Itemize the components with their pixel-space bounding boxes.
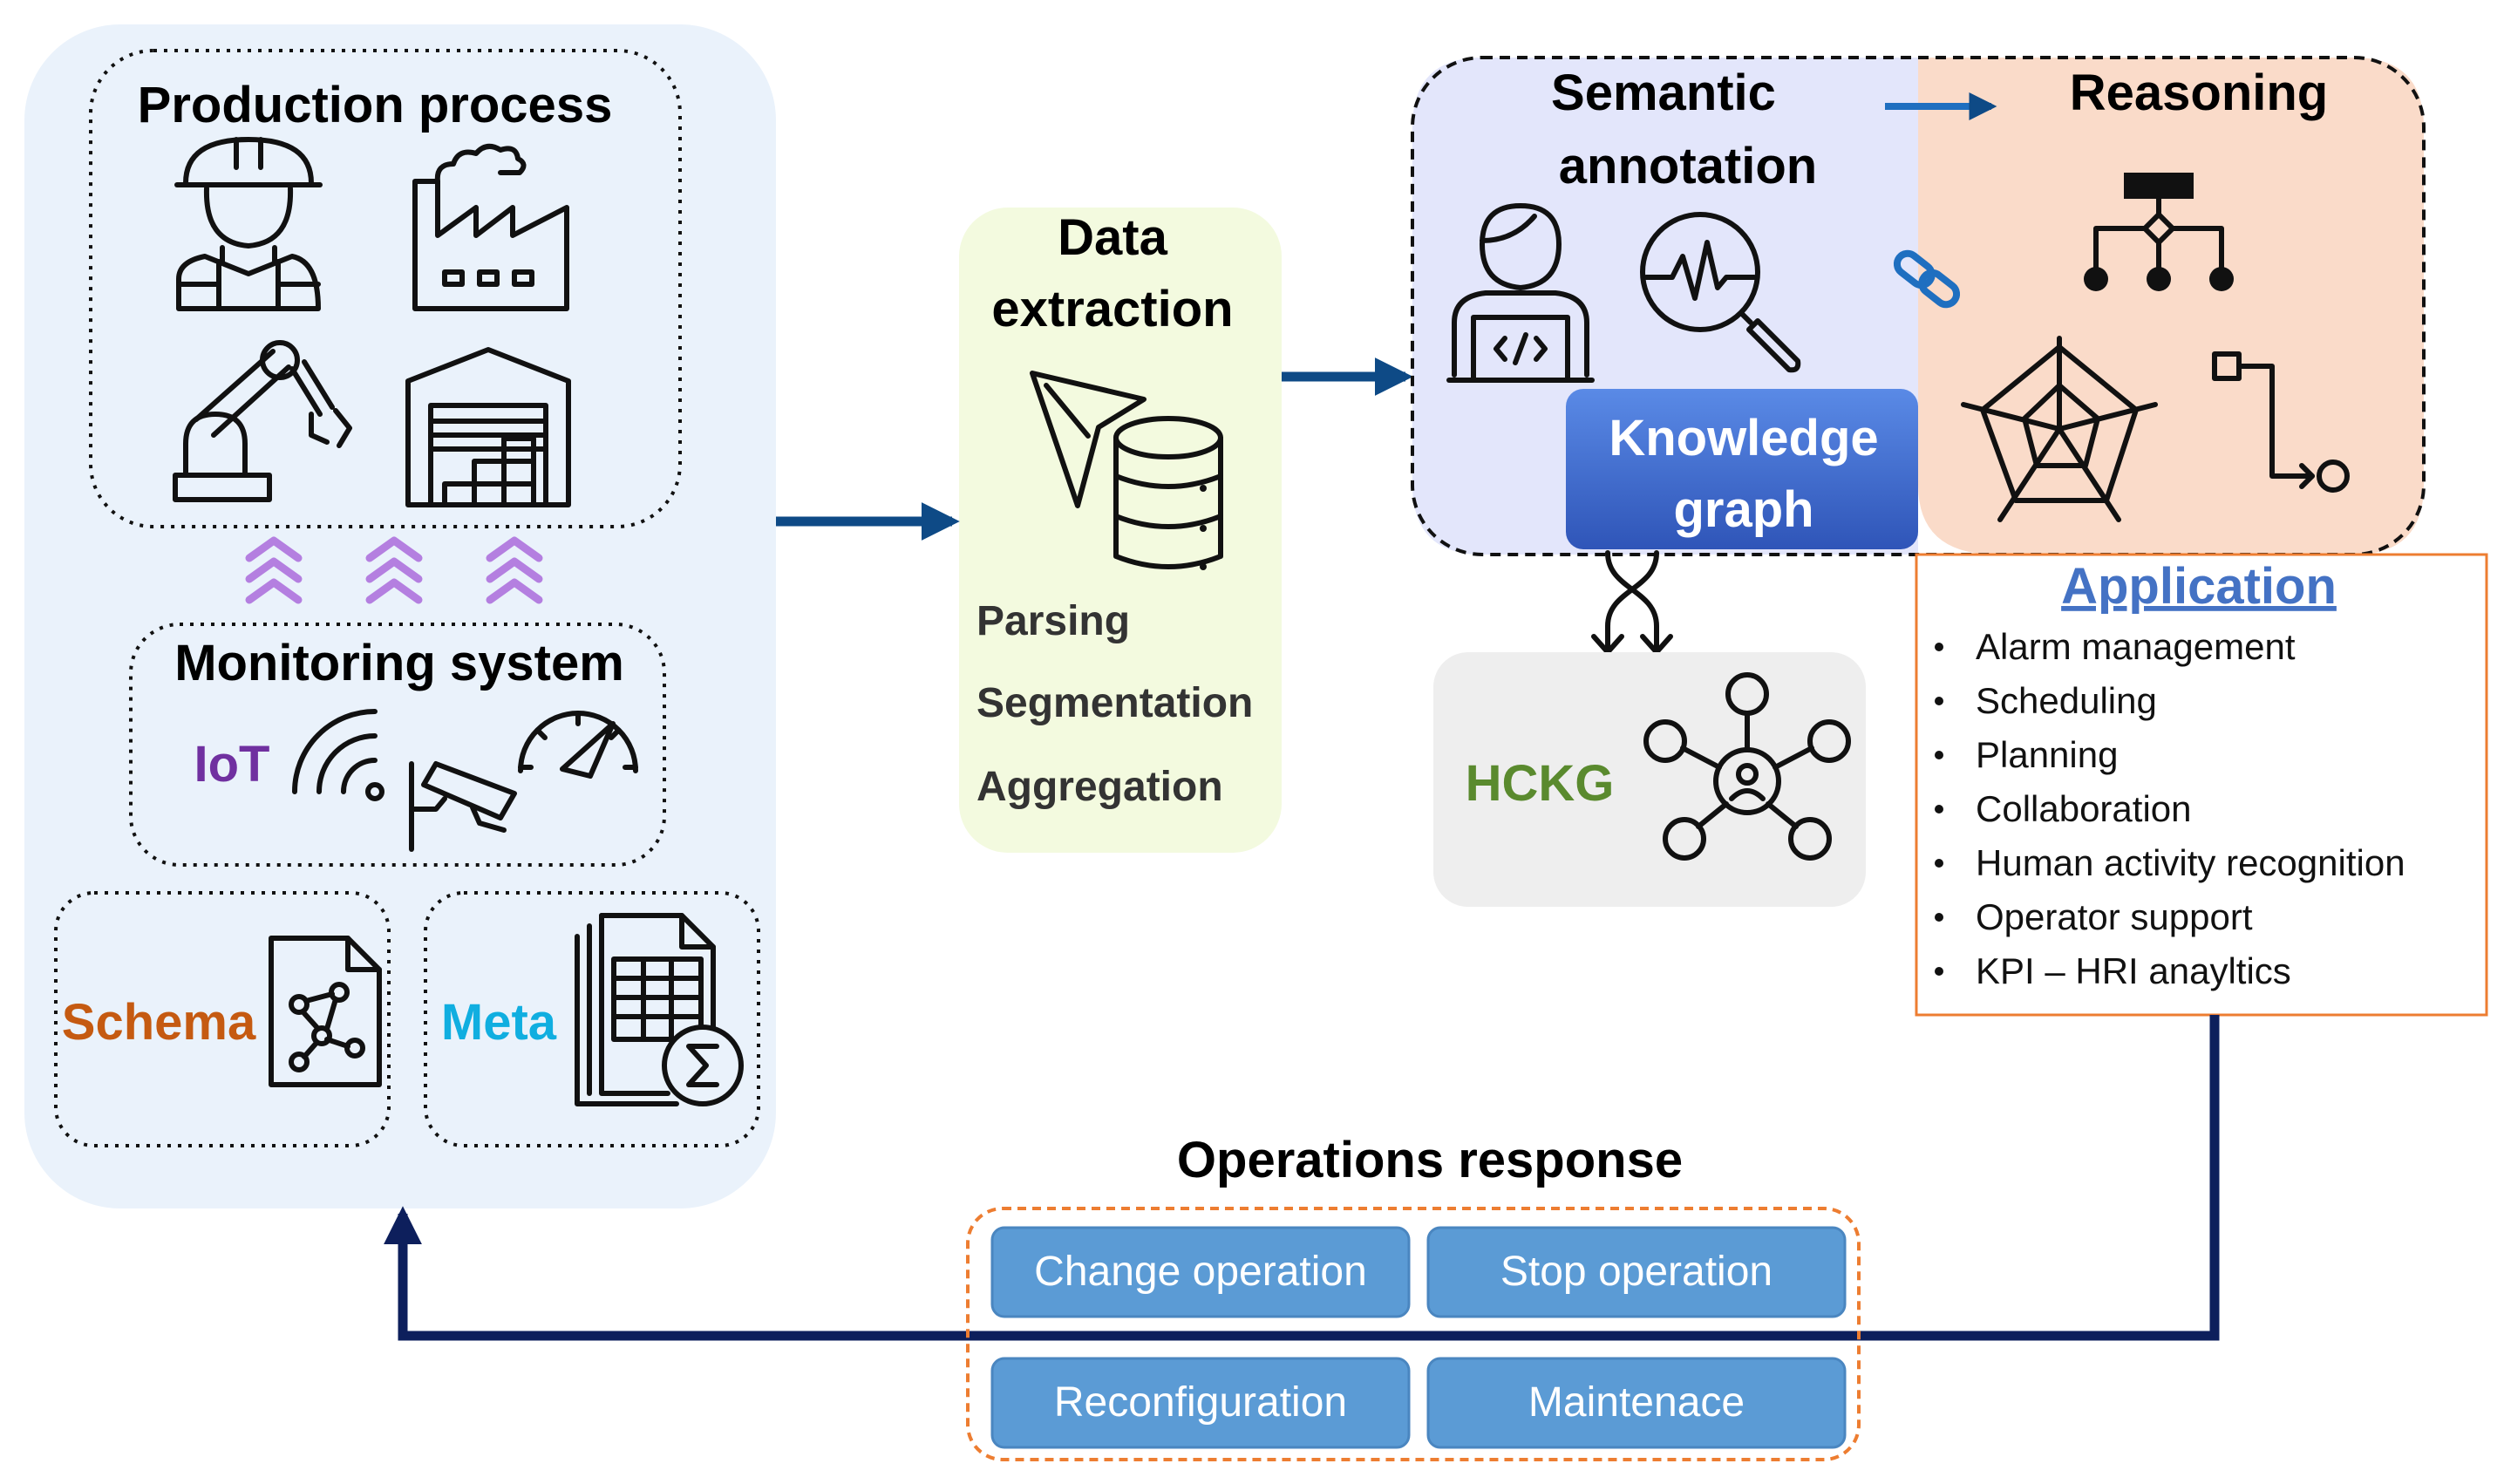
application-item-text: Operator support	[1976, 896, 2253, 937]
production-process-box: Production process	[89, 49, 682, 528]
application-box: Application	[1915, 553, 2488, 1017]
stop-operation-label: Stop operation	[1500, 1249, 1773, 1295]
reasoning-panel: Reasoning	[1918, 58, 2424, 555]
reconfiguration-label: Reconfiguration	[1054, 1379, 1347, 1426]
signal-analysis-icon	[1640, 212, 1801, 373]
application-item: Collaboration	[1935, 788, 2192, 829]
hckg-panel: HCKG	[1433, 652, 1866, 907]
meta-box: Meta	[424, 891, 760, 1147]
radar-chart-icon	[1961, 336, 2158, 522]
database-icon	[1113, 416, 1223, 570]
application-item: KPI – HRI anayltics	[1935, 950, 2291, 991]
application-item-text: Alarm management	[1976, 626, 2296, 667]
application-item-text: Scheduling	[1976, 680, 2157, 721]
knowledge-graph-line2: graph	[1673, 481, 1813, 538]
application-item: Scheduling	[1935, 680, 2157, 721]
network-hub-icon	[1643, 672, 1851, 861]
hierarchy-icon	[2084, 173, 2234, 291]
schema-document-icon	[269, 936, 382, 1087]
production-process-title: Production process	[138, 77, 613, 133]
upward-chevrons	[245, 536, 543, 604]
flow-icon	[2212, 351, 2350, 493]
robot-arm-icon	[173, 340, 352, 502]
application-item-text: Collaboration	[1976, 788, 2192, 829]
maintenance-button[interactable]: Maintenace	[1426, 1357, 1847, 1449]
data-extraction-panel: Data extraction Parsing Segmentation Agg…	[959, 208, 1282, 853]
application-item: Planning	[1935, 734, 2118, 775]
feedback-loop-line	[384, 1015, 2220, 1341]
data-extraction-title-line1: Data	[1058, 209, 1167, 266]
step-aggregation: Aggregation	[976, 764, 1223, 810]
step-segmentation: Segmentation	[976, 680, 1253, 726]
application-title[interactable]: Application	[2061, 558, 2337, 615]
application-list: Alarm management Scheduling Planning Col…	[1935, 626, 2405, 991]
application-item: Alarm management	[1935, 626, 2296, 667]
operations-response-title: Operations response	[1177, 1132, 1683, 1188]
step-parsing: Parsing	[976, 598, 1130, 644]
application-item-text: KPI – HRI anayltics	[1976, 950, 2291, 991]
monitoring-system-title: Monitoring system	[174, 635, 624, 691]
schema-box: Schema	[54, 891, 391, 1147]
knowledge-graph-line1: Knowledge	[1609, 410, 1878, 466]
monitoring-system-box: Monitoring system IoT	[129, 623, 666, 867]
schema-label: Schema	[62, 994, 256, 1051]
change-operation-button[interactable]: Change operation	[990, 1226, 1411, 1318]
developer-icon	[1446, 203, 1595, 383]
bidirectional-twist-arrows	[1591, 550, 1673, 655]
iot-label: IoT	[194, 736, 270, 793]
knowledge-graph-block: Knowledge graph	[1566, 389, 1918, 549]
spreadsheet-sum-icon	[575, 913, 744, 1106]
operations-response: Operations response	[966, 1132, 1861, 1461]
worker-icon	[174, 137, 323, 311]
data-extraction-title-line2: extraction	[991, 281, 1233, 337]
change-operation-label: Change operation	[1034, 1249, 1367, 1295]
gauge-icon	[518, 711, 638, 779]
filter-icon	[1030, 371, 1147, 508]
application-item: Human activity recognition	[1935, 842, 2405, 883]
meta-label: Meta	[441, 994, 557, 1051]
application-item-text: Human activity recognition	[1976, 842, 2405, 883]
stop-operation-button[interactable]: Stop operation	[1426, 1226, 1847, 1318]
security-camera-icon	[409, 761, 517, 852]
application-item: Operator support	[1935, 896, 2253, 937]
application-item-text: Planning	[1976, 734, 2118, 775]
hckg-label: HCKG	[1466, 755, 1615, 812]
reconfiguration-button[interactable]: Reconfiguration	[990, 1357, 1411, 1449]
left-panel	[24, 24, 776, 1208]
semantic-title-line2: annotation	[1559, 138, 1817, 194]
semantic-title-line1: Semantic	[1551, 65, 1776, 121]
maintenance-label: Maintenace	[1528, 1379, 1745, 1426]
warehouse-icon	[405, 347, 571, 507]
wireless-signal-icon	[292, 709, 384, 801]
reasoning-title: Reasoning	[2070, 65, 2329, 121]
factory-icon	[412, 143, 569, 311]
link-icon	[1893, 249, 1961, 309]
